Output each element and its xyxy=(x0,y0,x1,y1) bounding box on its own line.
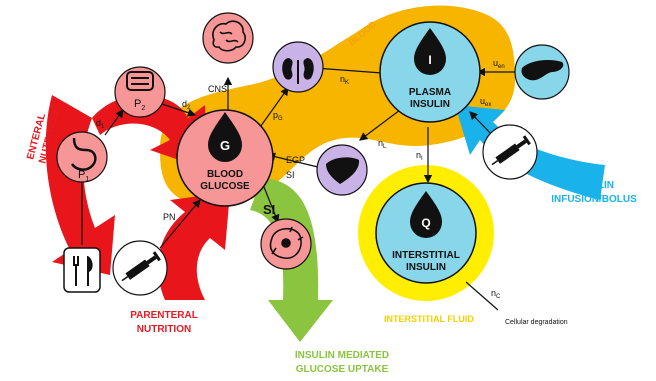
parenteral-syringe-node xyxy=(112,240,168,296)
flow-nk: nK xyxy=(340,74,349,86)
insulin-mediated-line2: GLUCOSE UPTAKE xyxy=(296,364,389,375)
syringe-icon xyxy=(491,135,531,166)
gut-node: P2 xyxy=(114,66,166,118)
interstitial-fluid-label: INTERSTITIAL FLUID xyxy=(384,314,474,324)
plasma-insulin-line1: PLASMA xyxy=(409,87,451,98)
infusion-syringe-node xyxy=(482,124,538,180)
pancreas-node xyxy=(514,44,570,100)
flow-d2: d2 xyxy=(182,99,191,111)
gut-symbol: P2 xyxy=(134,98,145,112)
cell-icon xyxy=(269,226,304,259)
flow-cns: CNS xyxy=(208,84,227,94)
pancreas-icon xyxy=(521,60,564,81)
kidney-icon xyxy=(282,58,314,84)
parenteral-nutrition-arrow xyxy=(157,192,230,300)
syringe-icon xyxy=(121,251,161,282)
flow-nc: nC xyxy=(491,288,501,300)
brain-node xyxy=(202,12,254,64)
liver-icon xyxy=(326,157,360,184)
interstitial-insulin-line1: INTERSTITIAL xyxy=(392,250,460,261)
blood-glucose-line2: GLUCOSE xyxy=(200,181,250,192)
stomach-node: P1 xyxy=(56,131,108,183)
interstitial-insulin-line2: INSULIN xyxy=(406,262,446,273)
plasma-insulin-line2: INSULIN xyxy=(410,99,450,110)
interstitial-insulin-node: Q INTERSTITIAL INSULIN xyxy=(375,182,477,284)
droplet-icon xyxy=(410,191,442,238)
flow-uen: uen xyxy=(493,58,505,70)
fork-knife-icon xyxy=(73,256,93,286)
flow-si-big: SI xyxy=(263,202,275,217)
flow-nl: nL xyxy=(378,138,387,150)
interstitial-symbol: Q xyxy=(421,216,430,230)
glucose-symbol: G xyxy=(220,138,230,153)
flow-si-small: SI xyxy=(286,170,295,180)
insulin-symbol: I xyxy=(428,53,431,67)
plasma-insulin-node: I PLASMA INSULIN xyxy=(379,21,481,123)
droplet-icon xyxy=(414,28,446,75)
cellular-degradation-label: Cellular degradation xyxy=(505,319,568,326)
parenteral-line2: NUTRITION xyxy=(137,324,191,335)
flow-egp: EGP xyxy=(286,155,305,165)
fork-knife-box xyxy=(63,247,101,293)
flow-pn: PN xyxy=(163,212,176,222)
droplet-icon xyxy=(208,112,242,162)
blood-glucose-line1: BLOOD xyxy=(207,169,243,180)
cell-node xyxy=(260,218,312,270)
flow-pg: pG xyxy=(273,110,283,122)
brain-icon xyxy=(212,20,246,52)
intestine-icon xyxy=(126,71,154,91)
kidney-node xyxy=(272,41,324,93)
blood-glucose-node: G BLOOD GLUCOSE xyxy=(176,109,274,207)
insulin-mediated-line1: INSULIN MEDIATED xyxy=(295,350,389,361)
insulin-infusion-line1: INSULIN xyxy=(574,180,614,191)
parenteral-line1: PARENTERAL xyxy=(130,310,198,321)
stomach-icon xyxy=(70,137,97,171)
flow-uex: uex xyxy=(480,96,491,108)
stomach-symbol: P1 xyxy=(78,169,89,183)
liver-node xyxy=(316,144,368,196)
flow-d1: d1 xyxy=(96,118,105,130)
flow-ni: nI xyxy=(416,150,423,162)
insulin-infusion-line2: INFUSION/BOLUS xyxy=(551,194,637,205)
